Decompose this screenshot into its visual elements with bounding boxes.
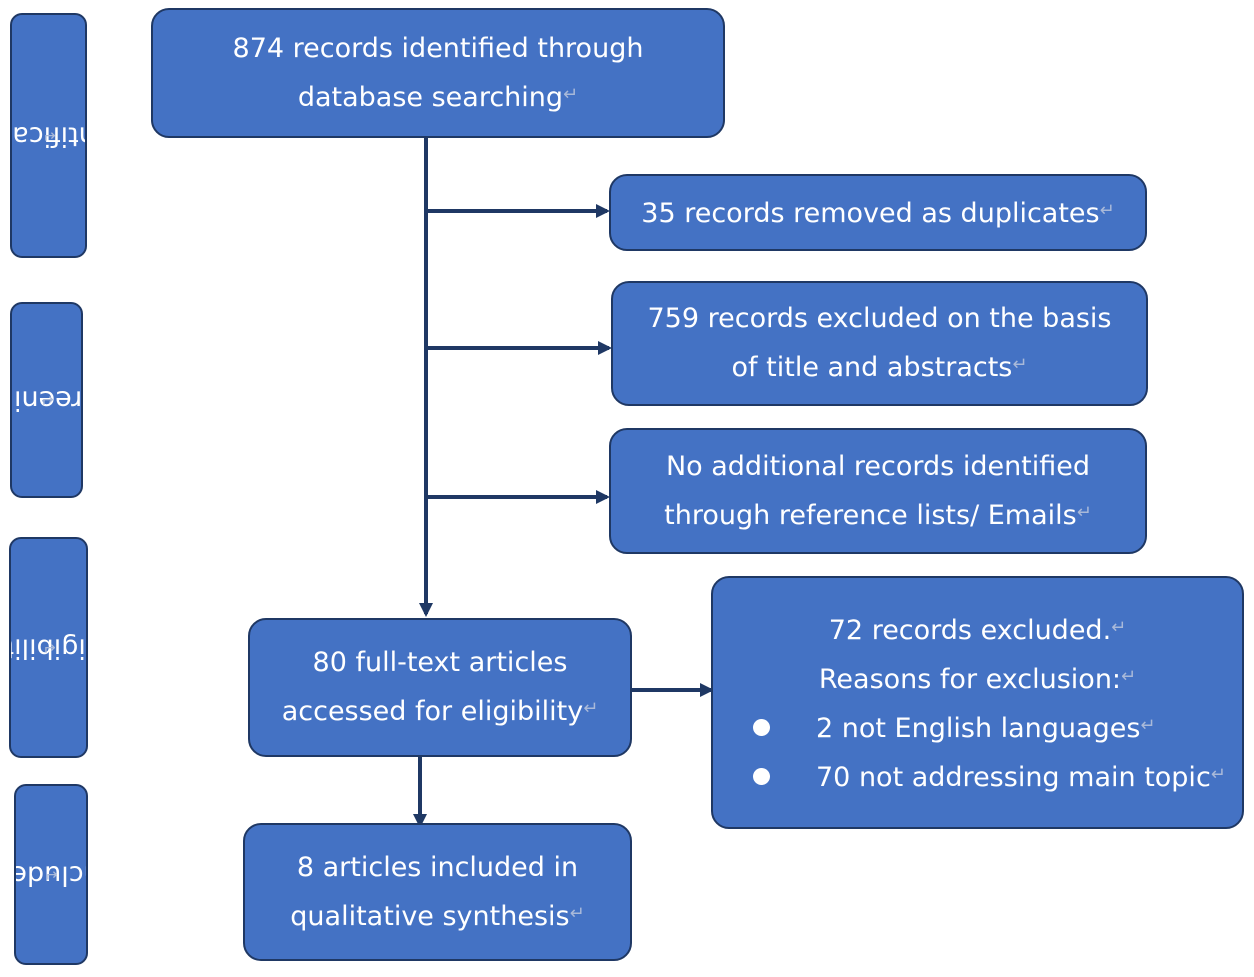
paragraph-mark-icon: ↵ [41, 638, 56, 657]
bullet-icon [753, 718, 770, 736]
box-additional-records: No additional records identified through… [609, 428, 1147, 554]
paragraph-mark-icon: ↵ [583, 698, 599, 719]
paragraph-mark-icon: ↵ [41, 126, 56, 145]
box-articles-included: 8 articles included in qualitative synth… [243, 823, 632, 961]
paragraph-mark-icon: ↵ [1012, 354, 1028, 375]
box-full-text-assessed: 80 full-text articles accessed for eligi… [248, 618, 632, 757]
box-duplicates-removed: 35 records removed as duplicates↵ [609, 174, 1147, 251]
paragraph-mark-icon: ↵ [569, 902, 585, 924]
paragraph-mark-icon: ↵ [1099, 200, 1115, 221]
bullet-icon [753, 767, 770, 785]
paragraph-mark-icon: ↵ [563, 83, 579, 105]
exclusion-reason-item: 70 not addressing main topic↵ [713, 752, 1242, 801]
box-excluded-title-abstract-line1: 759 records excluded on the basis [647, 303, 1112, 334]
stage-included: Included↵ [14, 784, 88, 965]
box-articles-included-line1: 8 articles included in [296, 851, 579, 883]
stage-eligibility: Eligibility↵ [9, 537, 88, 758]
box-excluded-title-abstract-line2: of title and abstracts [731, 352, 1013, 383]
paragraph-mark-icon: ↵ [39, 390, 54, 410]
box-records-excluded-full-text: 72 records excluded.↵ Reasons for exclus… [711, 576, 1244, 829]
box-full-text-assessed-line1: 80 full-text articles [312, 647, 568, 678]
exclusion-reason-item: 2 not English languages↵ [713, 703, 1242, 752]
box-full-text-assessed-line2: accessed for eligibility [281, 696, 584, 727]
paragraph-mark-icon: ↵ [1121, 665, 1137, 687]
exclusion-reason-text: 2 not English languages [816, 712, 1141, 744]
box-records-identified-line1: 874 records identified through [232, 32, 644, 64]
paragraph-mark-icon: ↵ [44, 865, 58, 884]
stage-identification: Identification↵ [10, 13, 87, 258]
paragraph-mark-icon: ↵ [1111, 616, 1127, 638]
box-records-identified: 874 records identified through database … [151, 8, 725, 138]
paragraph-mark-icon: ↵ [1076, 501, 1092, 523]
box-records-excluded-full-text-line1: 72 records excluded. [828, 614, 1112, 646]
box-records-excluded-full-text-line2: Reasons for exclusion: [818, 663, 1122, 695]
stage-screening: Screening↵ [10, 302, 83, 498]
exclusion-reason-text: 70 not addressing main topic [816, 761, 1211, 793]
box-duplicates-removed-line1: 35 records removed as duplicates [641, 198, 1100, 229]
box-articles-included-line2: qualitative synthesis [290, 900, 570, 932]
box-records-identified-line2: database searching [297, 81, 564, 113]
paragraph-mark-icon: ↵ [1210, 763, 1226, 785]
box-additional-records-line1: No additional records identified [665, 450, 1091, 482]
box-additional-records-line2: through reference lists/ Emails [664, 499, 1077, 531]
box-excluded-title-abstract: 759 records excluded on the basis of tit… [611, 281, 1148, 406]
paragraph-mark-icon: ↵ [1140, 714, 1156, 736]
